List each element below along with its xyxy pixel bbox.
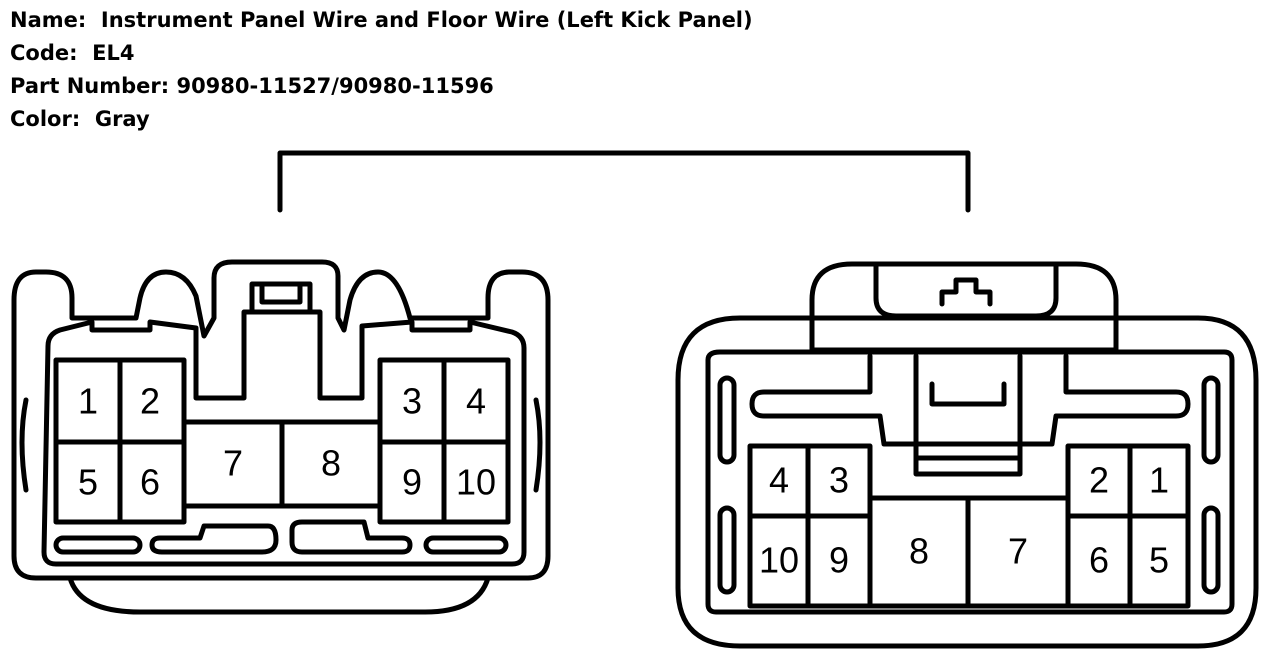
pin-label: 1 — [78, 381, 98, 422]
right-connector-latch — [809, 261, 1119, 353]
pin-label: 10 — [456, 462, 496, 503]
right-connector-latch-tab — [939, 277, 993, 307]
part-number-row: Part Number: 90980-11527/90980-11596 — [10, 70, 753, 103]
connector-info: Name: Instrument Panel Wire and Floor Wi… — [10, 4, 753, 136]
left-pin-labels: 1 2 3 4 5 6 7 8 9 10 — [78, 381, 496, 503]
pin-label: 3 — [829, 460, 849, 501]
right-connector — [675, 261, 1259, 649]
code-value: EL4 — [92, 41, 135, 65]
color-row: Color: Gray — [10, 103, 753, 136]
left-connector-inner-wall — [41, 309, 527, 567]
left-connector-housing — [11, 259, 551, 581]
pin-label: 10 — [759, 540, 799, 581]
left-connector-slot — [423, 535, 509, 555]
pin-label: 2 — [1089, 460, 1109, 501]
right-connector-inner-wall — [705, 349, 1235, 615]
name-row: Name: Instrument Panel Wire and Floor Wi… — [10, 4, 753, 37]
left-connector-side-ridge-right — [533, 397, 543, 493]
pin-label: 9 — [829, 540, 849, 581]
pin-label: 5 — [78, 462, 98, 503]
left-connector-side-ridge-left — [19, 397, 29, 493]
right-pin-labels: 4 3 2 1 10 9 8 7 6 5 — [759, 460, 1169, 581]
pin-label: 7 — [223, 443, 243, 484]
pin-label: 4 — [769, 460, 789, 501]
right-connector-lock-detail — [929, 381, 1007, 407]
right-connector-housing — [675, 315, 1259, 649]
pin-label: 8 — [909, 531, 929, 572]
code-row: Code: EL4 — [10, 37, 753, 70]
part-number-label: Part Number: — [10, 74, 170, 98]
left-connector-latch-tab — [259, 281, 303, 305]
pin-label: 3 — [402, 381, 422, 422]
left-connector-skirt — [67, 575, 491, 615]
name-label: Name: — [10, 8, 87, 32]
pin-label: 5 — [1149, 540, 1169, 581]
right-connector-lock-body — [913, 353, 1023, 477]
right-connector-latch-inner — [873, 263, 1059, 319]
left-connector-slot — [149, 523, 279, 555]
pin-label: 9 — [402, 462, 422, 503]
pin-label: 6 — [1089, 540, 1109, 581]
pin-label: 1 — [1149, 460, 1169, 501]
right-connector-side-slot — [717, 505, 737, 595]
pin-label: 6 — [140, 462, 160, 503]
pin-label: 2 — [140, 381, 160, 422]
right-connector-side-slot — [1201, 375, 1221, 465]
right-connector-side-slot — [1201, 505, 1221, 595]
left-connector-slot — [289, 519, 413, 555]
right-connector-side-slot — [717, 375, 737, 465]
name-value: Instrument Panel Wire and Floor Wire (Le… — [100, 8, 753, 32]
left-connector — [11, 259, 551, 615]
code-label: Code: — [10, 41, 78, 65]
pin-label: 4 — [466, 381, 486, 422]
right-connector-lock — [749, 353, 1191, 447]
pin-label: 7 — [1008, 531, 1028, 572]
left-connector-slot — [53, 535, 143, 555]
pin-label: 8 — [321, 443, 341, 484]
color-value: Gray — [94, 107, 150, 131]
left-connector-latch — [249, 281, 313, 315]
part-number-value: 90980-11527/90980-11596 — [176, 74, 494, 98]
color-label: Color: — [10, 107, 81, 131]
mating-bracket — [277, 150, 971, 213]
